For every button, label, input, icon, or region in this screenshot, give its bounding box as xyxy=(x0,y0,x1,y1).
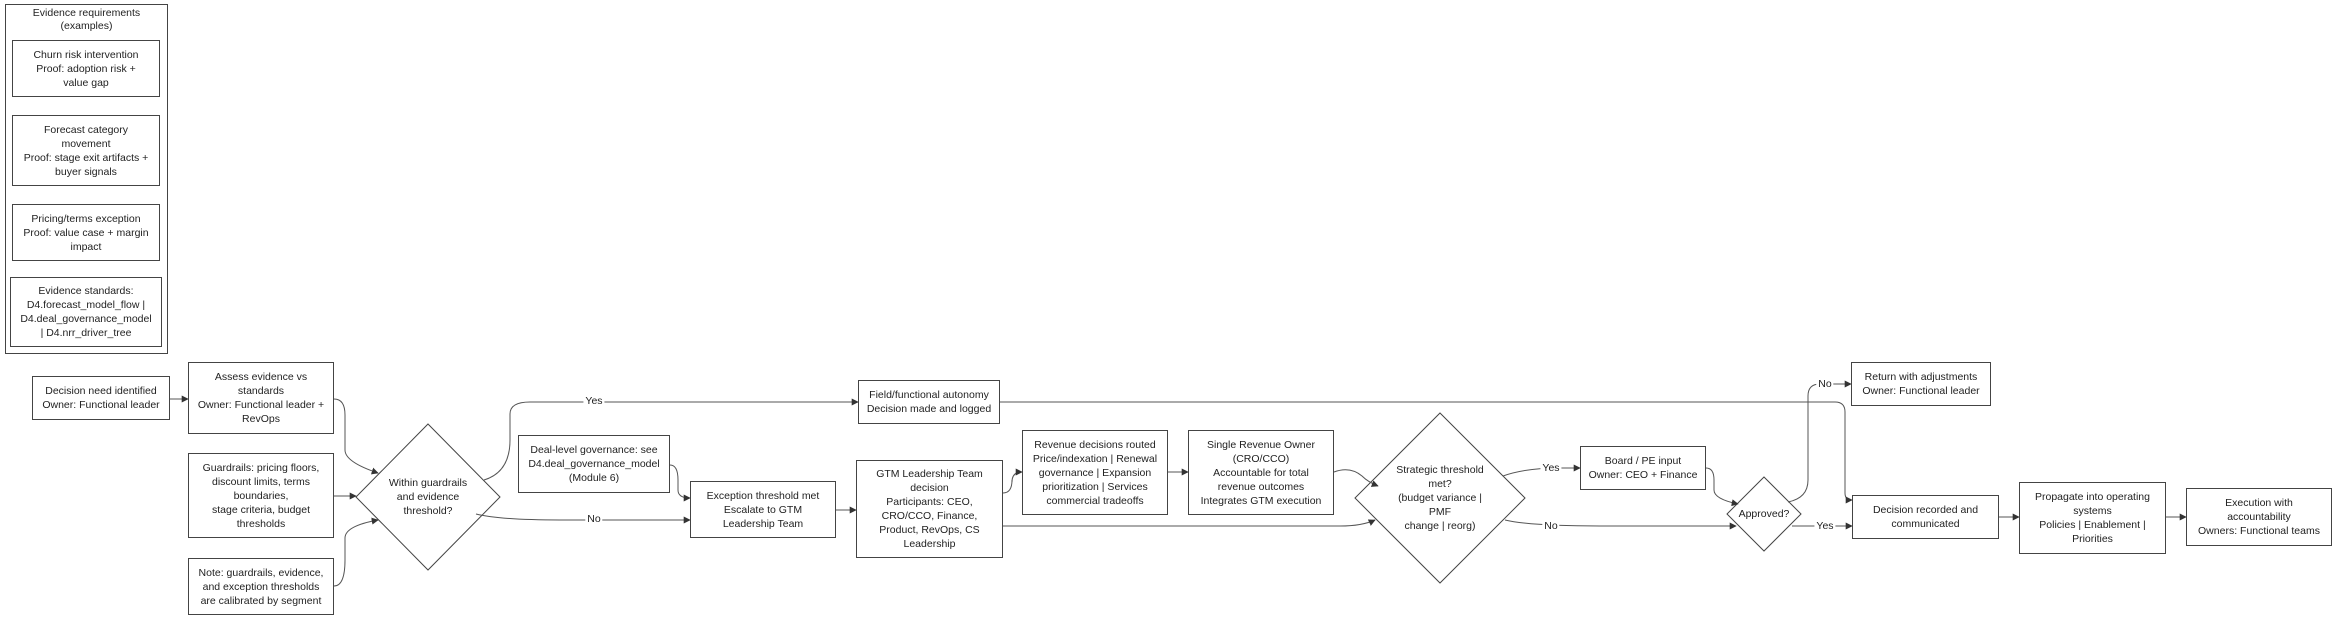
within-guardrails-label: Within guardrails and evidence threshold… xyxy=(388,477,468,517)
evidence-item-forecast[interactable]: Forecast category movement Proof: stage … xyxy=(12,115,160,186)
edge-label-no-within: No xyxy=(585,513,603,525)
edge-board-to-approved xyxy=(1705,467,1739,507)
exception-threshold-node[interactable]: Exception threshold met Escalate to GTM … xyxy=(690,481,836,538)
assess-evidence-node[interactable]: Assess evidence vs standards Owner: Func… xyxy=(188,362,334,434)
approved-label: Approved? xyxy=(1738,508,1790,520)
edge-label-no-approved: No xyxy=(1816,378,1834,390)
decision-need-node[interactable]: Decision need identified Owner: Function… xyxy=(32,376,170,420)
return-with-adjustments-node[interactable]: Return with adjustments Owner: Functiona… xyxy=(1851,362,1991,406)
deal-level-governance-node[interactable]: Deal-level governance: see D4.deal_gover… xyxy=(518,435,670,493)
evidence-item-churn[interactable]: Churn risk intervention Proof: adoption … xyxy=(12,40,160,97)
edge-note-to-within xyxy=(333,517,379,587)
revenue-decisions-node[interactable]: Revenue decisions routed Price/indexatio… xyxy=(1022,430,1168,515)
edge-within-yes-to-field xyxy=(483,398,859,481)
field-autonomy-node[interactable]: Field/functional autonomy Decision made … xyxy=(858,380,1000,424)
edge-field-to-recorded xyxy=(1000,401,1853,504)
execution-node[interactable]: Execution with accountability Owners: Fu… xyxy=(2186,488,2332,546)
strategic-threshold-label: Strategic threshold met? (budget varianc… xyxy=(1396,464,1484,532)
evidence-item-standards[interactable]: Evidence standards: D4.forecast_model_fl… xyxy=(10,277,162,347)
edge-within-no-to-exception xyxy=(475,513,691,524)
propagate-node[interactable]: Propagate into operating systems Policie… xyxy=(2019,482,2166,554)
within-guardrails-decision-shape[interactable] xyxy=(355,423,501,571)
edge-deal-to-exception xyxy=(669,464,691,502)
edge-label-yes-strategic: Yes xyxy=(1540,462,1562,474)
strategic-threshold-decision-shape[interactable] xyxy=(1354,412,1526,584)
guardrails-node[interactable]: Guardrails: pricing floors, discount lim… xyxy=(188,453,334,538)
edge-label-yes-within: Yes xyxy=(583,395,605,407)
edge-sro-to-strategic xyxy=(1333,469,1379,487)
edge-approved-no-to-return xyxy=(1787,380,1852,503)
edge-label-yes-approved: Yes xyxy=(1814,520,1836,532)
segment-note-node[interactable]: Note: guardrails, evidence, and exceptio… xyxy=(188,558,334,615)
edge-assess-to-within xyxy=(333,398,379,475)
gtm-leadership-node[interactable]: GTM Leadership Team decision Participant… xyxy=(856,460,1003,558)
cluster-title: Evidence requirements (examples) xyxy=(32,7,141,32)
edge-strategic-no-to-approved xyxy=(1504,519,1737,530)
edge-glt-to-revenue xyxy=(1002,468,1023,494)
edge-label-no-strategic: No xyxy=(1542,520,1560,532)
decision-recorded-node[interactable]: Decision recorded and communicated xyxy=(1852,495,1999,539)
board-pe-input-node[interactable]: Board / PE input Owner: CEO + Finance xyxy=(1580,446,1706,490)
single-revenue-owner-node[interactable]: Single Revenue Owner (CRO/CCO) Accountab… xyxy=(1188,430,1334,515)
evidence-item-pricing[interactable]: Pricing/terms exception Proof: value cas… xyxy=(12,204,160,261)
edge-glt-to-strategic xyxy=(1003,519,1376,527)
